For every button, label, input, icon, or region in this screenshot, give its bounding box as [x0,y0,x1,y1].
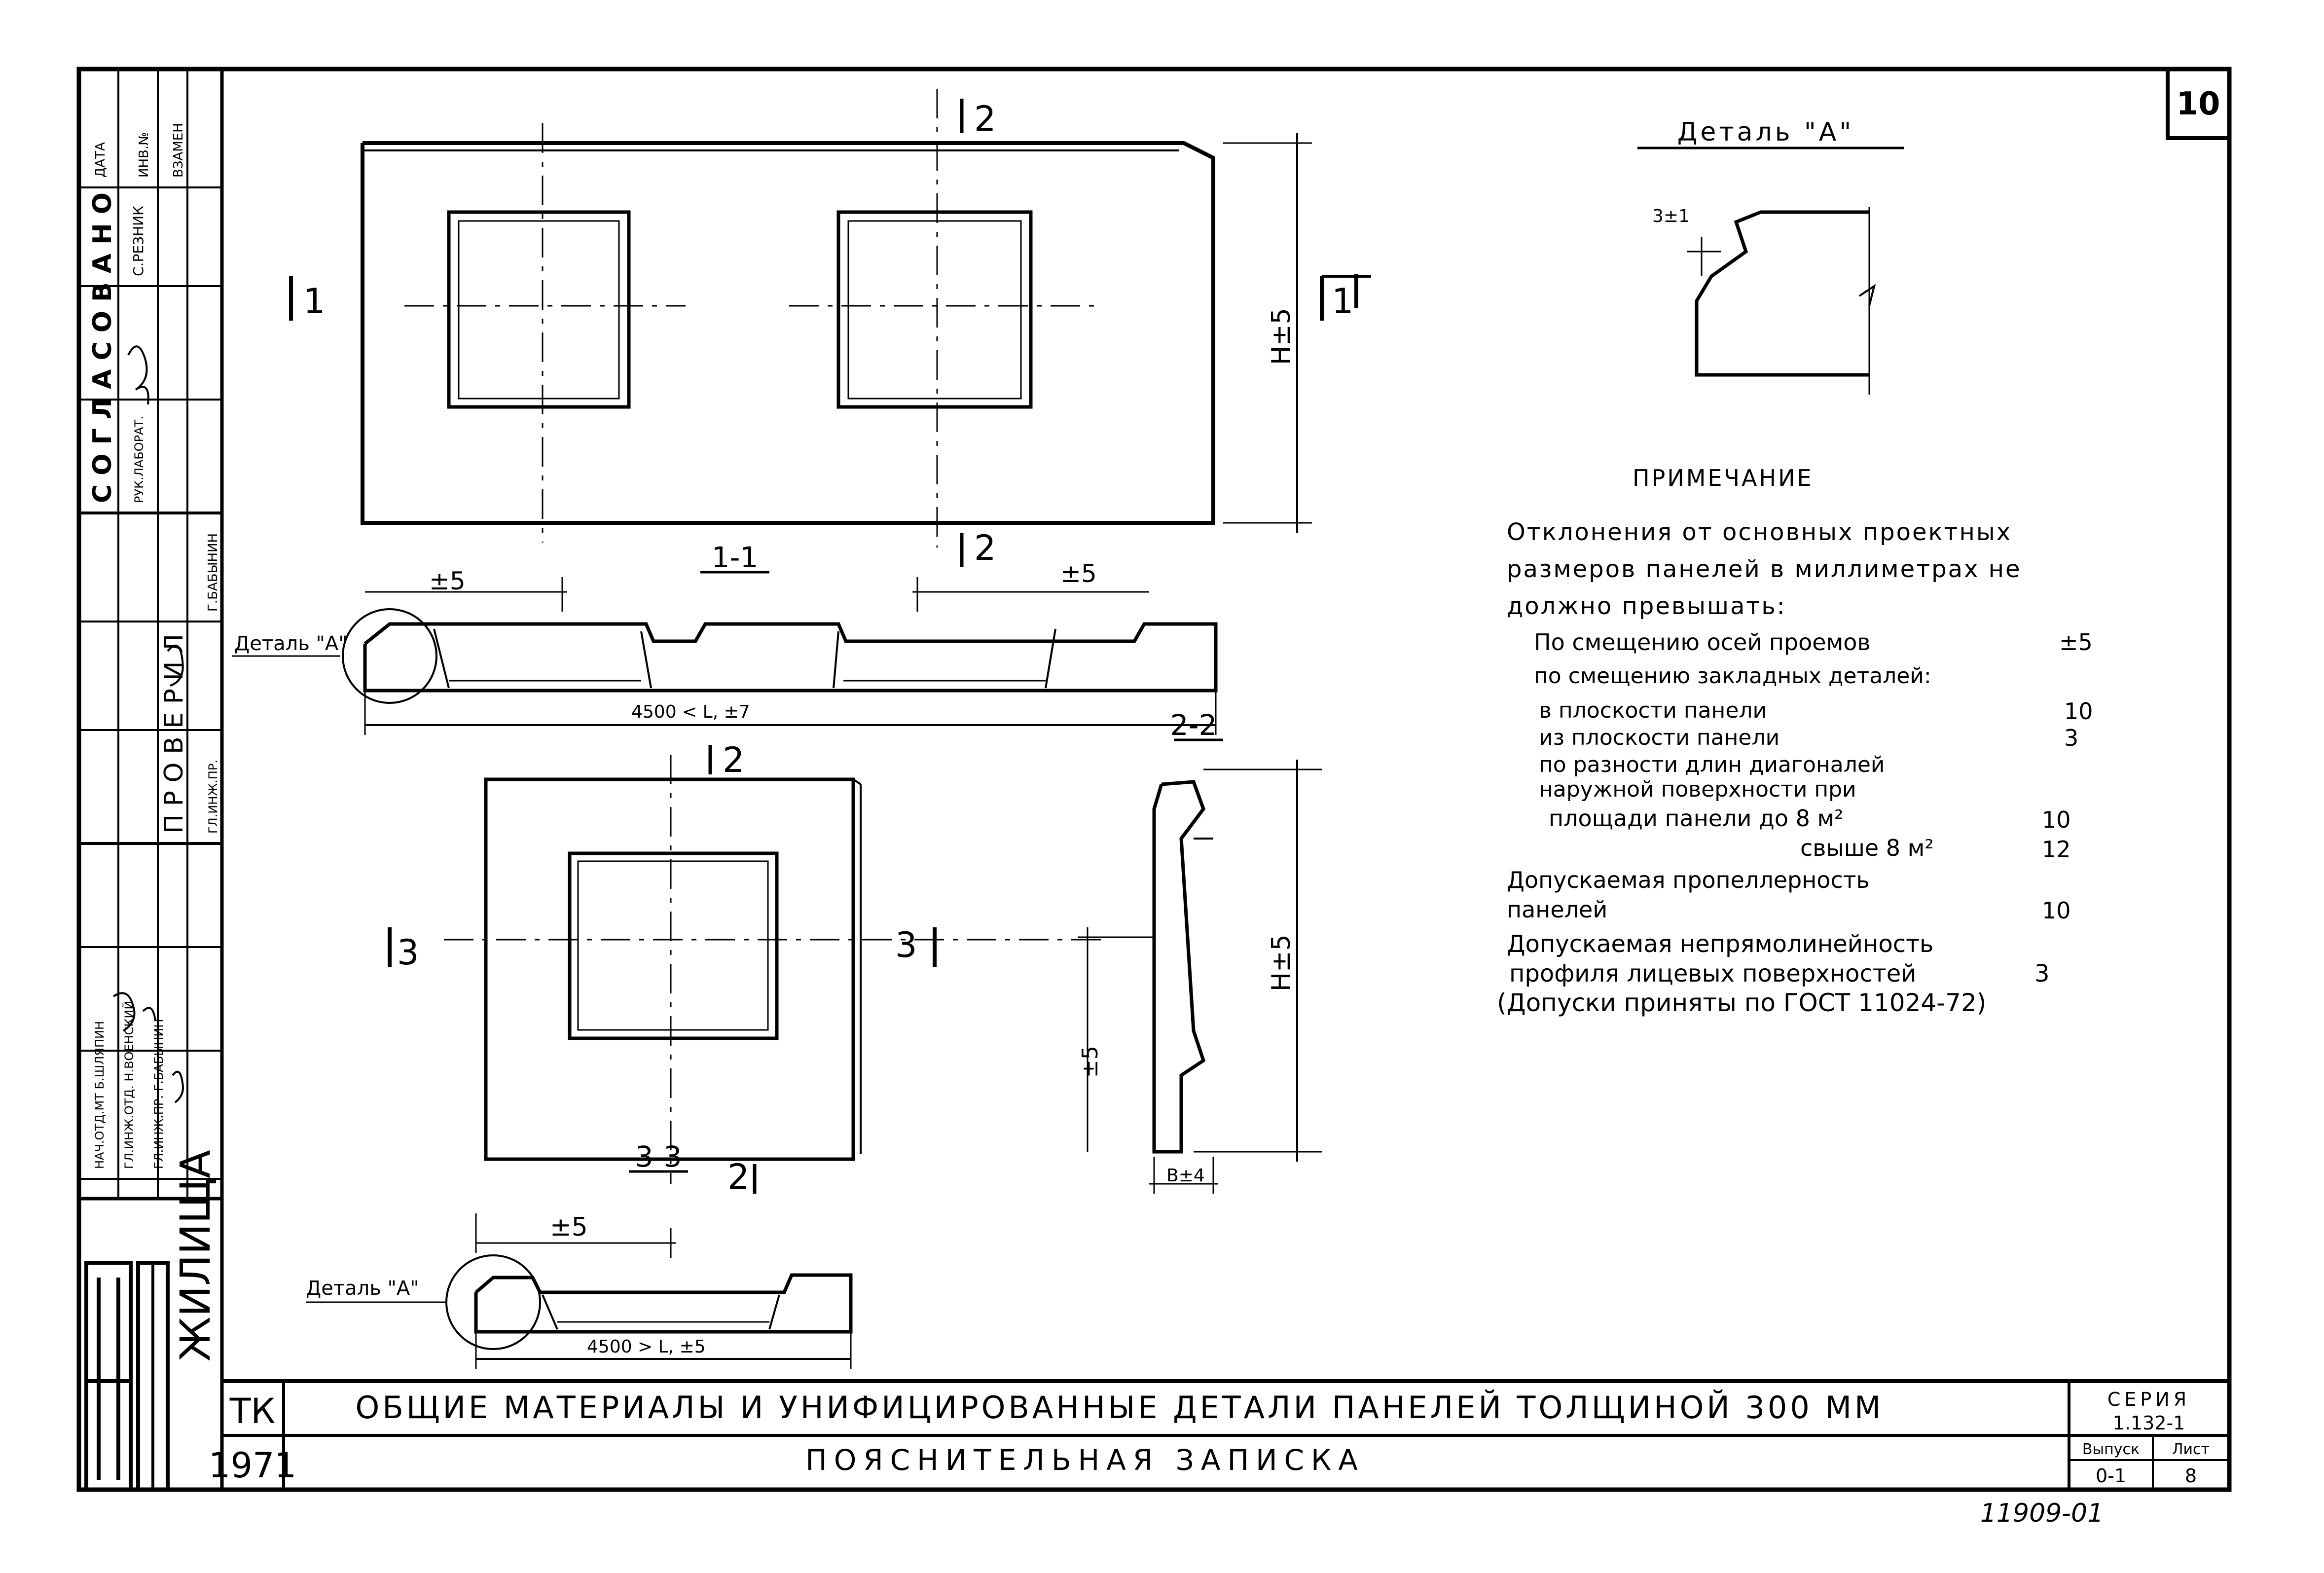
section-2-bottom-b: 2 [727,1157,750,1197]
section-1-left: 1 [303,281,326,322]
note-item-2: по смещению закладных деталей: [1534,663,1931,689]
list-value: 8 [2185,1465,2197,1487]
side-stamp [77,69,222,1199]
section-3-length: 4500 > L, ±5 [587,1337,706,1357]
note-item-8-value: 12 [2042,836,2071,863]
agreed-person-1: С.РЕЗНИК [130,206,146,276]
section-2-top-b: 2 [723,740,745,780]
staff-2: ГЛ.ИНЖ.ОТД. Н.ВОЕНСКИЙ [122,1001,136,1169]
sheet-subtitle: ПОЯСНИТЕЛЬНАЯ ЗАПИСКА [805,1443,1365,1477]
notes: ПРИМЕЧАНИЕ Отклонения от основных проект… [1497,465,2093,1017]
notes-intro-1: Отклонения от основных проектных [1507,518,2012,546]
staff-3: ГЛ.ИНЖ.ПР. Г.БАБЫНИН [152,1019,166,1169]
note-item-11: Допускаемая непрямолинейность [1507,930,1933,958]
note-item-13: (Допуски приняты по ГОСТ 11024-72) [1497,988,1986,1017]
section-2-top: 2 [974,99,996,139]
note-item-7: площади панели до 8 м² [1549,805,1844,832]
sheet-number: 10 [2176,86,2220,122]
staff-1: НАЧ.ОТД.МТ Б.ШЛЯПИН [93,1021,107,1169]
org-logo [84,1261,170,1492]
issue-label: Выпуск [2082,1441,2140,1458]
signature-marks [112,345,184,1103]
series-label: СЕРИЯ [2107,1389,2190,1410]
section-1-right: 1 [1332,281,1354,322]
detail-a-callout-2: Деталь "А" [306,1277,419,1300]
header-inv: ИНВ.№ [137,132,151,178]
title-code: ТК [229,1391,275,1431]
section-2-bottom: 2 [974,528,996,568]
detail-a [1637,146,1904,395]
section-3-3 [306,1170,853,1369]
header-replace: ВЗАМЕН [171,123,186,178]
checked-person-2: ГЛ.ИНЖ.ПР. [206,760,220,834]
note-item-4-value: 3 [2064,725,2078,751]
detail-a-title: Деталь "А" [1677,117,1854,147]
detail-a-tol: 3±1 [1652,206,1690,226]
height-tolerance-1: Н±5 [1267,308,1296,365]
section-3-right: 3 [895,925,917,965]
section-1-tol-left: ±5 [429,567,466,595]
notes-intro-2: размеров панелей в миллиметрах не [1507,555,2022,583]
note-item-10-value: 10 [2042,897,2071,924]
note-item-3-value: 10 [2064,698,2093,725]
section-2-2 [1078,738,1322,1194]
note-item-4: из плоскости панели [1539,725,1779,750]
org-suffix: ЖИЛИЩА [171,1150,219,1361]
note-item-10: панелей [1507,896,1607,923]
note-item-1-value: ±5 [2059,629,2093,656]
section-2-width-tol: В±4 [1166,1166,1205,1186]
note-item-3: в плоскости панели [1539,698,1767,723]
detail-a-callout-1: Деталь "А" [234,632,348,655]
note-item-1: По смещению осей проемов [1534,629,1871,656]
section-3-tol: ±5 [550,1212,588,1242]
header-date: ДАТА [93,142,108,178]
checked-person-1: Г.БАБЫНИН [206,533,220,612]
section-3-left: 3 [397,932,419,973]
note-item-9: Допускаемая пропеллерность [1507,867,1870,893]
section-2-title: 2-2 [1170,708,1217,742]
height-tolerance-2: Н±5 [1267,934,1296,991]
note-item-8: свыше 8 м² [1800,835,1934,861]
checked-label: П Р О В Е Р И Л [159,634,189,834]
note-item-12: профиля лицевых поверхностей [1509,960,1916,988]
section-3-title: 3-3 [635,1140,682,1173]
section-1-length: 4500 < L, ±7 [631,702,750,722]
note-item-5: по разности длин диагоналей [1539,752,1885,777]
panel-elevation-2 [388,745,1105,1194]
panel-elevation-1 [289,89,1371,567]
notes-intro-3: должно превышать: [1507,592,1786,620]
section-1-tol-right: ±5 [1060,559,1097,588]
series-value: 1.132-1 [2113,1412,2185,1434]
doc-number: 11909-01 [1980,1499,2104,1528]
title-year: 1971 [209,1445,296,1486]
notes-heading: ПРИМЕЧАНИЕ [1633,465,1814,491]
agreed-person-2: РУК.ЛАБОРАТ. [132,416,146,503]
issue-value: 0-1 [2096,1465,2126,1487]
section-1-title: 1-1 [712,541,759,574]
note-item-6: наружной поверхности при [1539,777,1856,802]
section-2-tol: ±5 [1078,1046,1103,1078]
title-block [222,1379,2229,1490]
list-label: Лист [2172,1441,2210,1458]
sheet-title: ОБЩИЕ МАТЕРИАЛЫ И УНИФИЦИРОВАННЫЕ ДЕТАЛИ… [355,1390,1884,1426]
section-1-1 [232,571,1218,735]
note-item-7-value: 10 [2042,806,2071,833]
sheet-frame [76,67,2232,1492]
org-prefix: ЦНИИЭП [217,1482,218,1485]
note-item-12-value: 3 [2034,960,2050,988]
agreed-label: С О Г Л А С О В А Н О [88,192,117,503]
